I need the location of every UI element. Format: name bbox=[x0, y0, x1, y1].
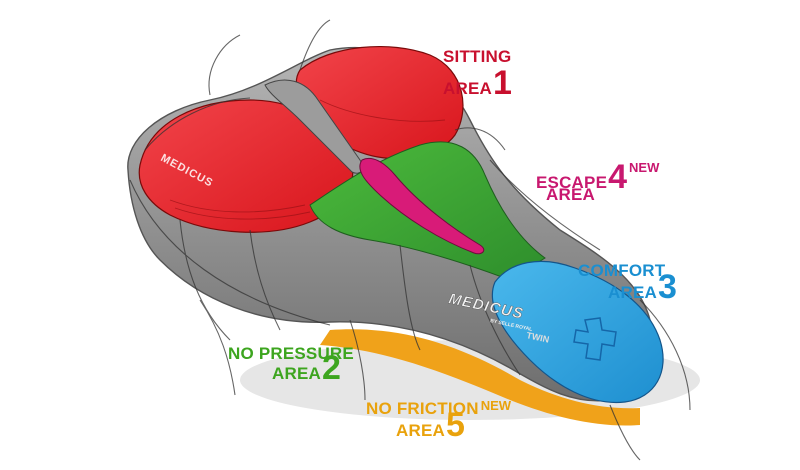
callout-pressure-label: NO PRESSURE bbox=[228, 344, 354, 363]
callout-friction-area-word: AREA bbox=[396, 421, 445, 440]
callout-pressure-number: 2 bbox=[321, 349, 341, 387]
callout-friction-new-badge: NEW bbox=[480, 398, 512, 413]
callout-escape-area-word: AREA bbox=[546, 185, 595, 204]
callout-sitting-number: 1 bbox=[492, 64, 512, 102]
callout-comfort-label: COMFORT bbox=[578, 261, 666, 280]
zone-friction bbox=[320, 329, 640, 426]
callout-friction-number: 5 bbox=[445, 406, 465, 444]
stitch-lines bbox=[169, 99, 446, 220]
callout-friction-label: NO FRICTION bbox=[366, 399, 479, 418]
callout-pressure-area-word: AREA bbox=[272, 364, 321, 383]
callout-comfort-number: 3 bbox=[657, 268, 677, 306]
zone-comfort bbox=[491, 260, 664, 404]
zone-escape bbox=[359, 157, 485, 255]
cross-emblem bbox=[573, 317, 617, 361]
callout-escape-new-badge: NEW bbox=[629, 160, 660, 175]
callout-no-pressure-area: NO PRESSURE AREA2 bbox=[228, 345, 354, 385]
callout-sitting-label: SITTING bbox=[443, 47, 512, 66]
callout-comfort-area-word: AREA bbox=[608, 283, 657, 302]
sketch-lines bbox=[129, 19, 691, 461]
callout-sitting-area: SITTING AREA1 bbox=[443, 48, 512, 100]
brand-twin: TWIN bbox=[526, 330, 551, 345]
callout-sitting-area-word: AREA bbox=[443, 79, 492, 98]
callout-escape-number: 4 bbox=[608, 158, 628, 196]
callout-comfort-area: COMFORT AREA3 bbox=[578, 262, 677, 304]
callout-escape-label: ESCAPE bbox=[536, 173, 608, 192]
